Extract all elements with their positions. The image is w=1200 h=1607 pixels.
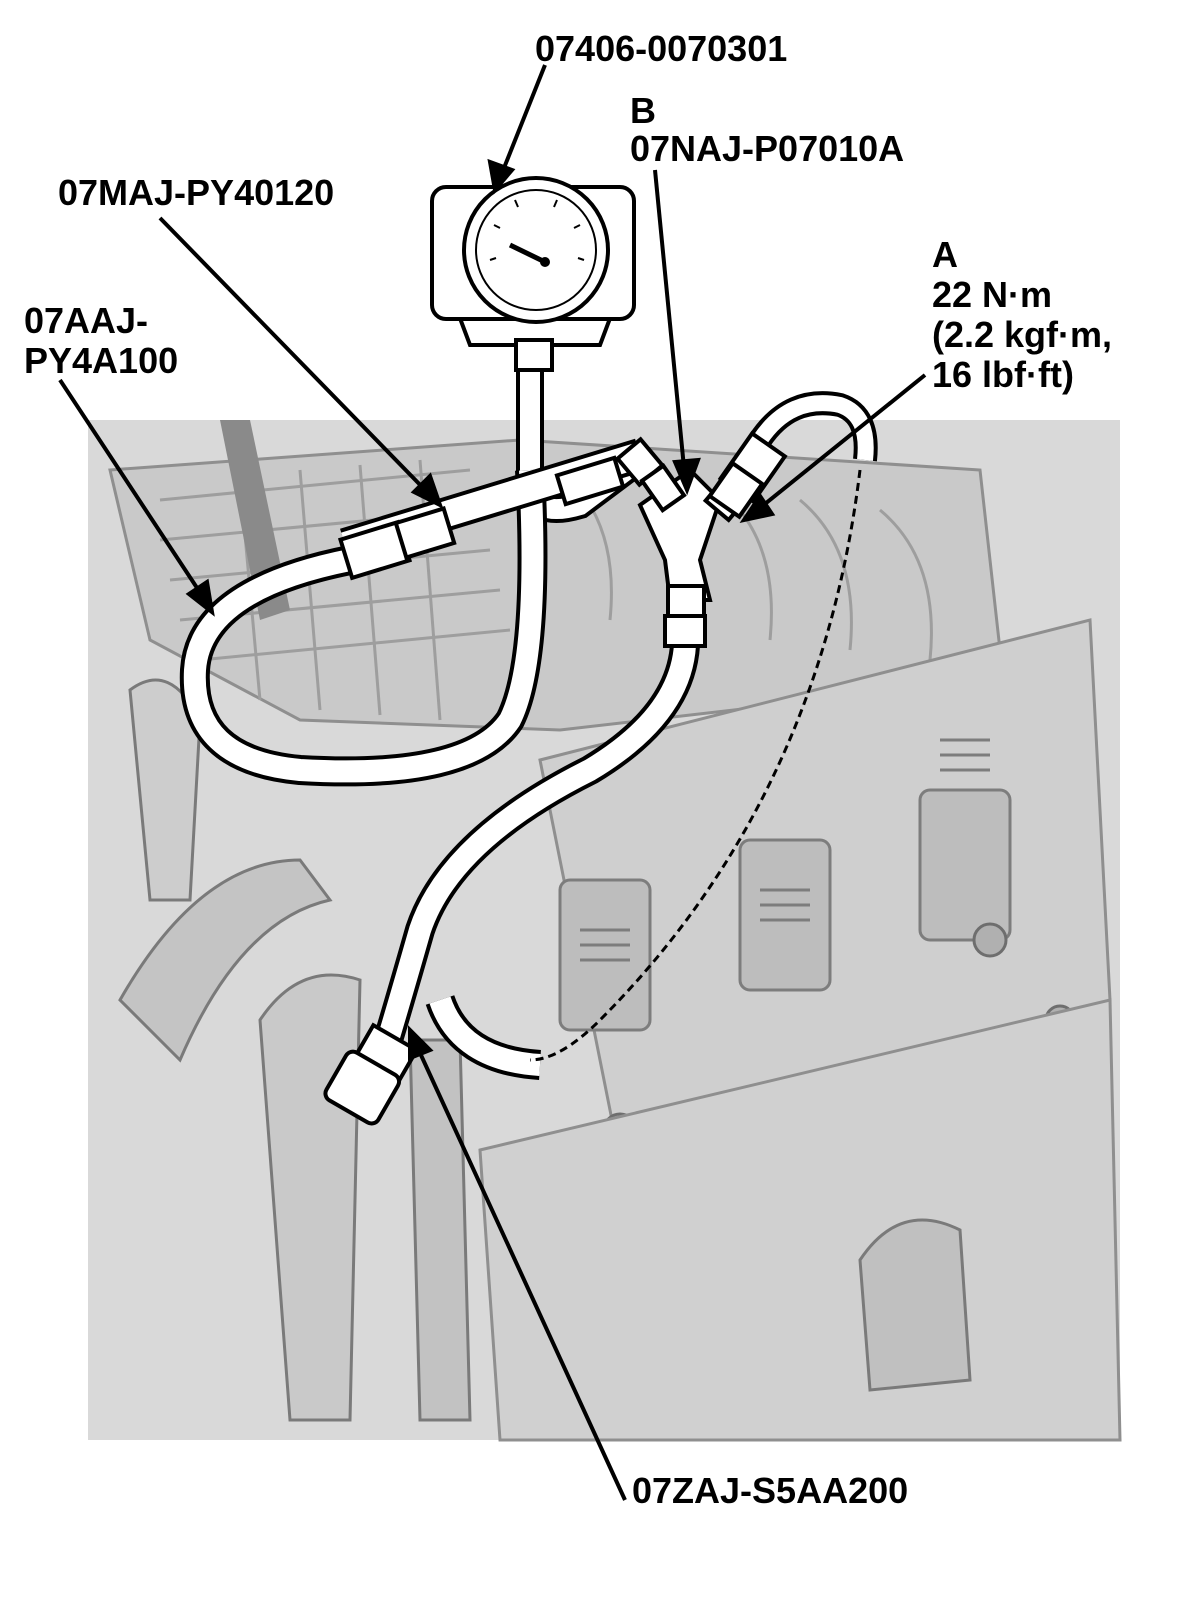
engine-illustration [88, 420, 1122, 1442]
label-adapter-bottom: 07ZAJ-S5AA200 [632, 1470, 909, 1511]
leader-lines [58, 64, 927, 1501]
adapter-hose-upper [337, 436, 666, 581]
label-b-letter: B [630, 90, 656, 131]
label-a-letter: A [932, 234, 958, 275]
bottom-adapter-fitting [323, 1022, 420, 1126]
label-hose-left-2: PY4A100 [24, 340, 179, 381]
label-a-torque-3: 16 lbf·ft) [932, 354, 1074, 395]
label-hose-left-1: 07AAJ- [24, 300, 149, 341]
label-b-part: 07NAJ-P07010A [630, 128, 905, 169]
label-hose-upper: 07MAJ-PY40120 [58, 172, 335, 213]
hidden-fuel-line [529, 469, 862, 1062]
connector-a [706, 391, 878, 520]
label-a-torque-1: 22 N·m [932, 274, 1053, 315]
adapter-hose-lower [370, 629, 701, 1055]
pressure-gauge [430, 176, 636, 372]
label-gauge: 07406-0070301 [535, 28, 788, 69]
loop-hose [179, 469, 548, 787]
label-a-torque-2: (2.2 kgf·m, [932, 314, 1113, 355]
